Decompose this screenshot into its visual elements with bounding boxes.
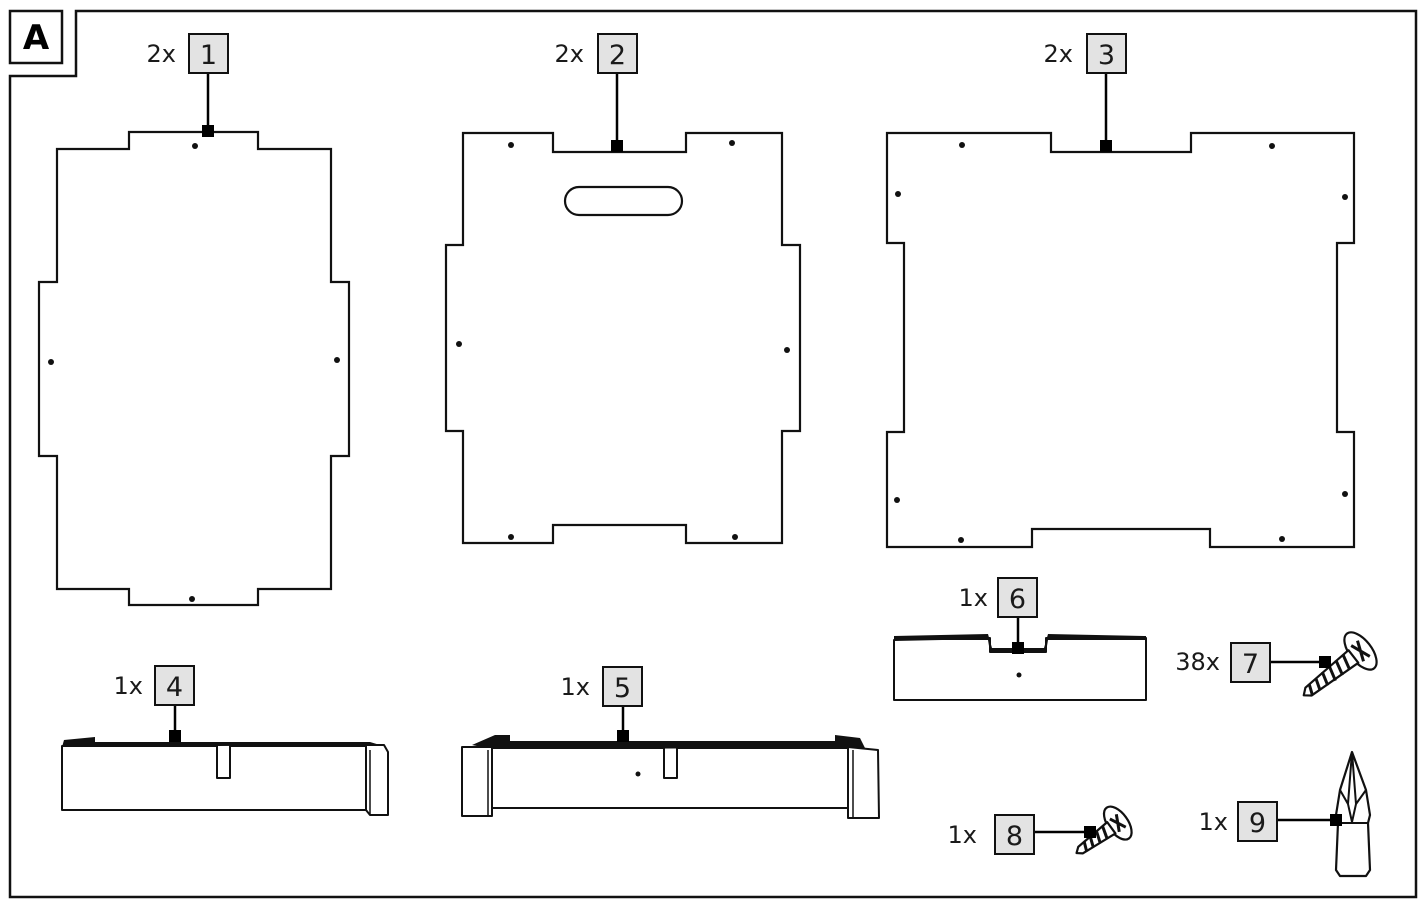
svg-text:2x: 2x: [555, 40, 584, 68]
svg-text:1x: 1x: [561, 673, 590, 701]
section-label: A: [23, 18, 50, 58]
part-5-rail-long: [461, 706, 880, 819]
svg-text:1x: 1x: [1199, 808, 1228, 836]
part-7-label: 38x 7: [1175, 642, 1271, 683]
svg-text:3: 3: [1098, 40, 1115, 71]
part-7-screw: [1271, 631, 1378, 697]
part-8-screw: [1033, 805, 1133, 855]
part-1-label: 2x 1: [147, 33, 229, 74]
part-5-label: 1x 5: [561, 666, 643, 707]
svg-text:7: 7: [1242, 649, 1259, 680]
handle-slot: [563, 185, 684, 217]
part-2-handle-panel: [444, 72, 802, 545]
part-6-label: 1x 6: [959, 577, 1038, 618]
diagram-frame: [8, 9, 1418, 899]
svg-text:38x: 38x: [1175, 648, 1220, 676]
svg-text:1x: 1x: [114, 672, 143, 700]
part-9-bit: [1278, 750, 1372, 878]
section-label-box: [8, 9, 64, 65]
part-4-rail-short: [61, 705, 389, 816]
part-1-side-panel: [37, 72, 351, 607]
part-3-base-panel: [885, 72, 1356, 549]
svg-text:8: 8: [1006, 821, 1023, 852]
svg-text:2x: 2x: [1044, 40, 1073, 68]
svg-text:1: 1: [200, 40, 217, 71]
svg-text:5: 5: [614, 673, 631, 704]
svg-text:9: 9: [1249, 808, 1266, 839]
part-9-label: 1x 9: [1199, 801, 1278, 842]
part-8-label: 1x 8: [948, 814, 1035, 855]
part-3-label: 2x 3: [1044, 33, 1127, 74]
part-2-label: 2x 2: [555, 33, 638, 74]
svg-text:1x: 1x: [948, 821, 977, 849]
svg-text:4: 4: [166, 672, 183, 703]
part-4-label: 1x 4: [114, 665, 195, 706]
svg-text:6: 6: [1009, 584, 1026, 615]
svg-text:2x: 2x: [147, 40, 176, 68]
svg-text:1x: 1x: [959, 584, 988, 612]
svg-text:2: 2: [609, 40, 626, 71]
part-6-divider-block: [893, 616, 1147, 701]
